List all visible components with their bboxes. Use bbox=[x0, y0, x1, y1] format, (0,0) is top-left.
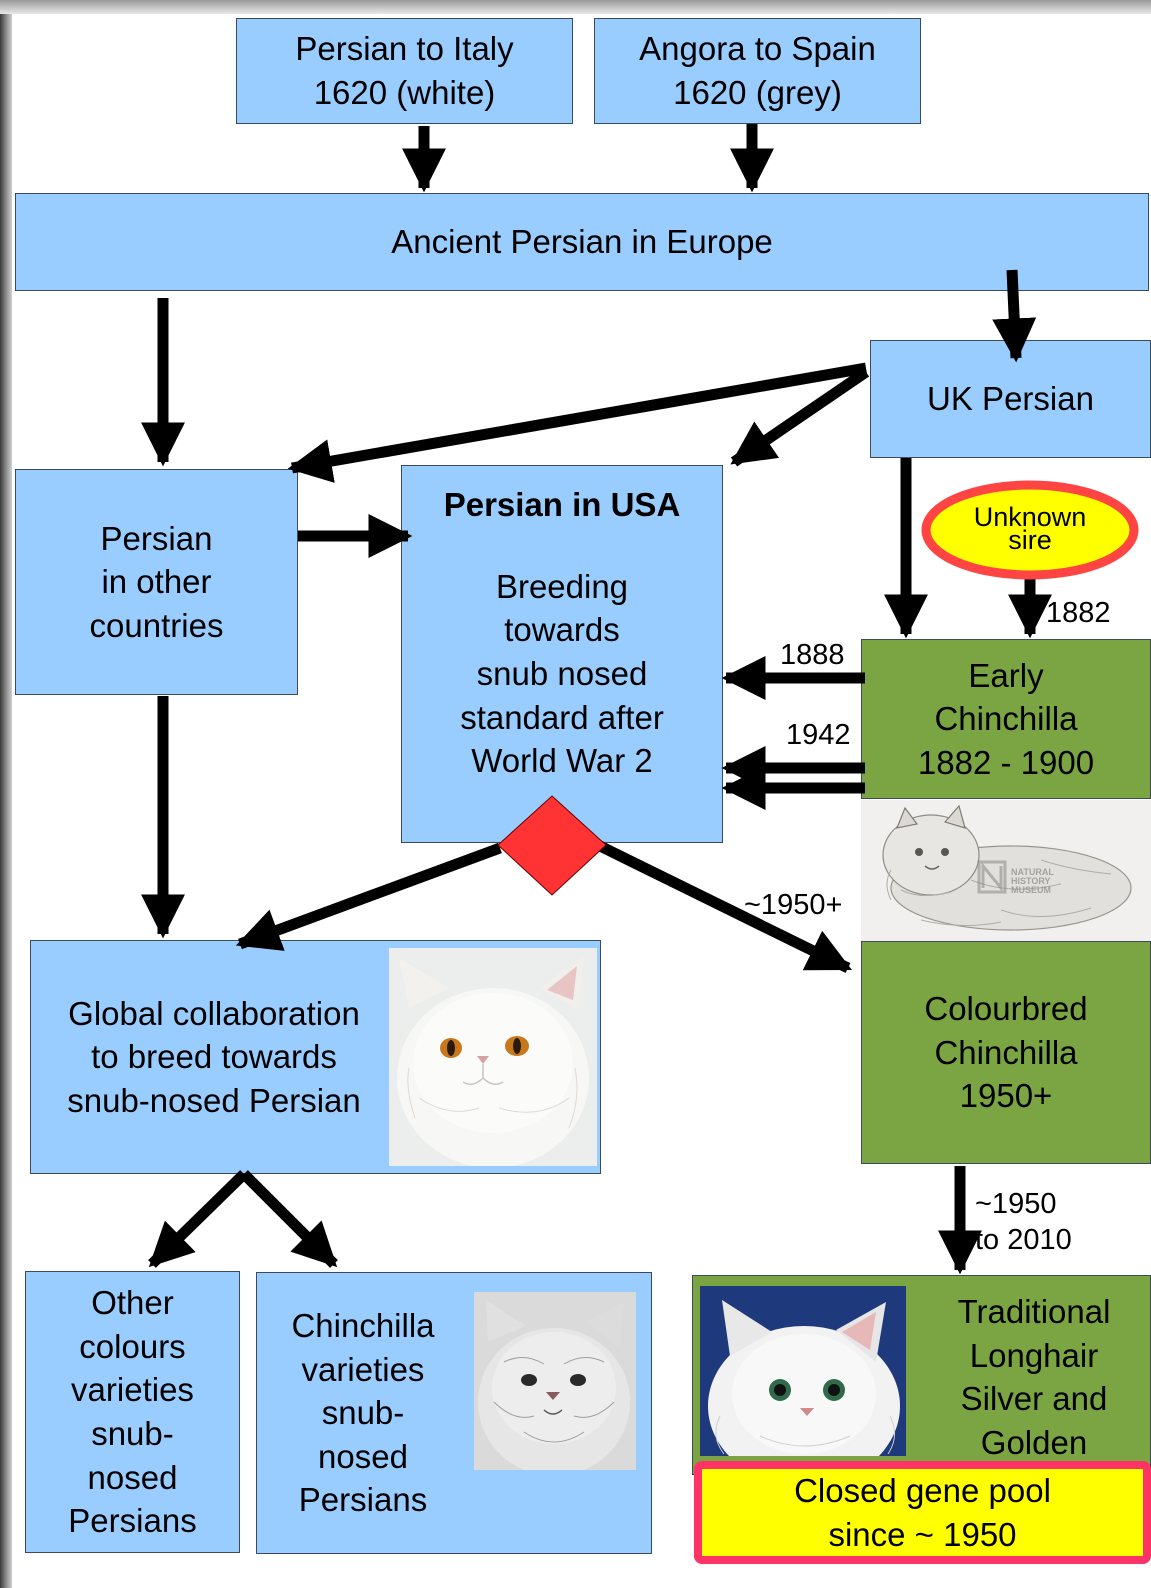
edge-label-1950plus: ~1950+ bbox=[744, 889, 843, 921]
cat-eye-right bbox=[570, 1374, 586, 1386]
decision-diamond bbox=[497, 795, 607, 896]
museum-watermark: NATURAL HISTORY MUSEUM bbox=[1011, 867, 1054, 895]
node-angora-to-spain: Angora to Spain 1620 (grey) bbox=[594, 18, 921, 124]
chinchilla-varieties-text: Chinchilla varieties snub- nosed Persian… bbox=[291, 1307, 435, 1519]
edge-label-1882: 1882 bbox=[1046, 597, 1111, 629]
top-shadow bbox=[0, 0, 1151, 14]
persian-usa-title: Persian in USA bbox=[443, 486, 681, 523]
edge-label-1942: 1942 bbox=[786, 719, 851, 751]
persian-usa-body: Breeding towards snub nosed standard aft… bbox=[460, 567, 664, 780]
chinchilla-persian-photo bbox=[474, 1292, 636, 1470]
cat-eye-left bbox=[521, 1374, 537, 1386]
global-collab-text: Global collaboration to breed towards sn… bbox=[67, 994, 361, 1119]
node-persian-in-usa: Persian in USA Breeding towards snub nos… bbox=[401, 465, 723, 843]
edge-label-1888: 1888 bbox=[780, 639, 845, 671]
node-early-chinchilla: Early Chinchilla 1882 - 1900 bbox=[861, 639, 1151, 799]
silver-chinchilla-photo bbox=[700, 1286, 906, 1456]
arrow-uk-to-other bbox=[287, 362, 867, 483]
node-persian-to-italy: Persian to Italy 1620 (white) bbox=[236, 18, 573, 124]
arrow-uk-to-usa bbox=[730, 367, 870, 467]
node-closed-gene-pool: Closed gene pool since ~ 1950 bbox=[694, 1461, 1151, 1564]
white-persian-photo bbox=[389, 948, 597, 1166]
unknown-sire-ellipse bbox=[921, 480, 1139, 580]
arrow-global-to-chinchilla-varieties bbox=[240, 1170, 338, 1268]
edge-label-1950-to-2010: ~1950 to 2010 bbox=[975, 1188, 1072, 1256]
sketch-cat-icon bbox=[882, 804, 1132, 931]
early-chinchilla-illustration: NATURAL HISTORY MUSEUM bbox=[861, 800, 1151, 942]
node-persian-other-countries: Persian in other countries bbox=[15, 469, 298, 695]
arrow-ancient-to-uk bbox=[992, 269, 1037, 363]
unknown-sire-label: Unknown sire bbox=[973, 502, 1087, 555]
arrow-usa-to-colourbred bbox=[597, 841, 852, 973]
arrow-global-to-other-colours bbox=[148, 1170, 248, 1268]
traditional-longhair-text: Traditional Longhair Silver and Golden bbox=[957, 1293, 1111, 1461]
arrow-usa-to-global bbox=[235, 842, 502, 951]
node-ancient-persian: Ancient Persian in Europe bbox=[15, 193, 1149, 291]
node-other-colours-varieties: Other colours varieties snub- nosed Pers… bbox=[25, 1271, 240, 1553]
node-chinchilla-varieties: Chinchilla varieties snub- nosed Persian… bbox=[256, 1272, 652, 1554]
